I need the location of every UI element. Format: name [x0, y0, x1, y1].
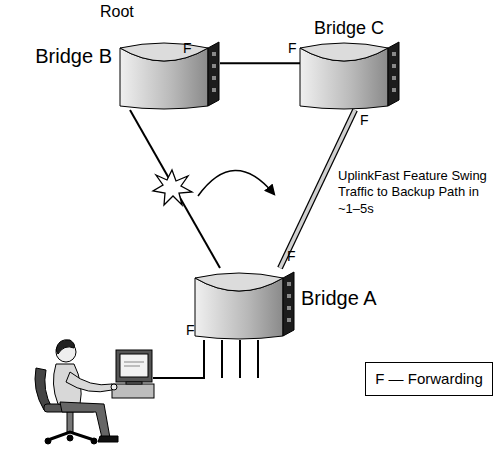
workstation [112, 350, 154, 398]
port-led [392, 76, 396, 80]
port-state: F [287, 248, 307, 266]
port-state: F [183, 40, 203, 58]
port-state: F [288, 40, 308, 58]
port-state: F [186, 322, 206, 340]
bridge-label: Bridge A [301, 286, 401, 310]
port-led [287, 306, 291, 310]
bridge-label: Bridge B [2, 44, 112, 68]
port-led [287, 294, 291, 298]
port-led [212, 76, 216, 80]
port-led [392, 52, 396, 56]
port-led [392, 64, 396, 68]
bridge-label: Bridge C [314, 18, 414, 40]
bridge-switch: Bridge A [195, 268, 295, 340]
bridge-icon [120, 38, 220, 110]
trunk-link [130, 110, 220, 268]
bridge-top [300, 43, 388, 61]
access-port-lines [222, 340, 258, 378]
bridge-side [208, 42, 219, 106]
failure-burst [153, 170, 192, 205]
bridge-icon [300, 38, 400, 110]
bridge-side [283, 272, 294, 336]
bridge-switch: Bridge C [300, 38, 400, 110]
port-led [212, 64, 216, 68]
port-led [287, 318, 291, 322]
port-state: F [360, 112, 380, 130]
bridge-label: Root [100, 2, 170, 21]
bridge-side [388, 42, 399, 106]
legend-box: F — Forwarding [365, 362, 493, 396]
port-led [392, 88, 396, 92]
trunk-link [220, 62, 300, 64]
host-wire [153, 340, 204, 378]
port-led [212, 52, 216, 56]
annotation-text: UplinkFast Feature Swing Traffic to Back… [338, 168, 496, 217]
swing-arrow [198, 170, 274, 196]
bridge-icon [195, 268, 295, 340]
bridge-top [195, 273, 283, 291]
bridge-switch: RootBridge B [120, 38, 220, 110]
legend-text: F — Forwarding [366, 370, 492, 388]
port-led [287, 282, 291, 286]
office-chair [35, 368, 97, 444]
bridge-top [120, 43, 208, 61]
seated-user [53, 340, 118, 442]
port-led [212, 88, 216, 92]
